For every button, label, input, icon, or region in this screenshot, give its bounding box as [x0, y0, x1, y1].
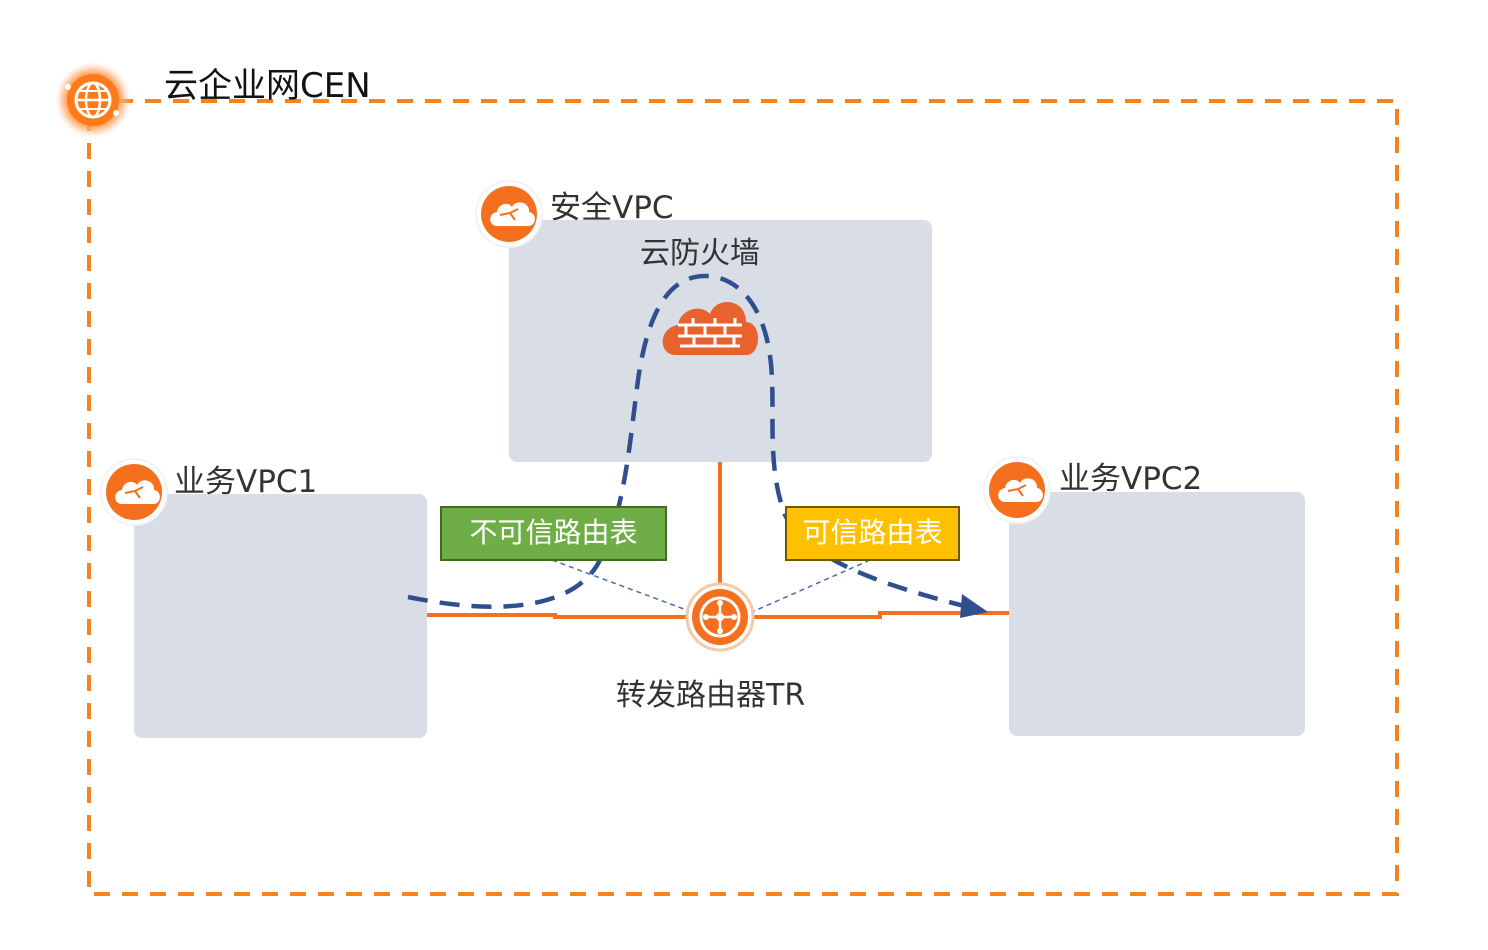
route-table-links	[551, 559, 871, 613]
firewall-cloud-icon	[662, 302, 758, 355]
untrusted-route-table-label: 不可信路由表	[469, 516, 638, 549]
cen-title: 云企业网CEN	[164, 66, 371, 106]
vpc2-label: 业务VPC2	[1059, 461, 1203, 497]
vpc1-box	[134, 494, 427, 738]
vpc2-cloud-icon	[983, 456, 1051, 524]
security-vpc-cloud-icon	[475, 180, 543, 248]
vpc1-cloud-icon	[100, 458, 168, 526]
security-vpc-label: 安全VPC	[550, 190, 674, 226]
globe-icon	[55, 62, 131, 138]
trusted-route-table-label: 可信路由表	[802, 516, 943, 549]
firewall-label: 云防火墙	[640, 236, 760, 271]
vpc2-box	[1009, 492, 1305, 736]
router-label: 转发路由器TR	[616, 678, 806, 713]
flow-arrowhead	[960, 594, 988, 618]
cen-boundary	[87, 99, 1399, 896]
tr-connections	[427, 462, 1009, 619]
router-icon	[685, 582, 755, 652]
untrusted-route-table-box	[440, 506, 667, 561]
trusted-route-table-box	[785, 506, 960, 561]
vpc1-label: 业务VPC1	[174, 464, 318, 500]
